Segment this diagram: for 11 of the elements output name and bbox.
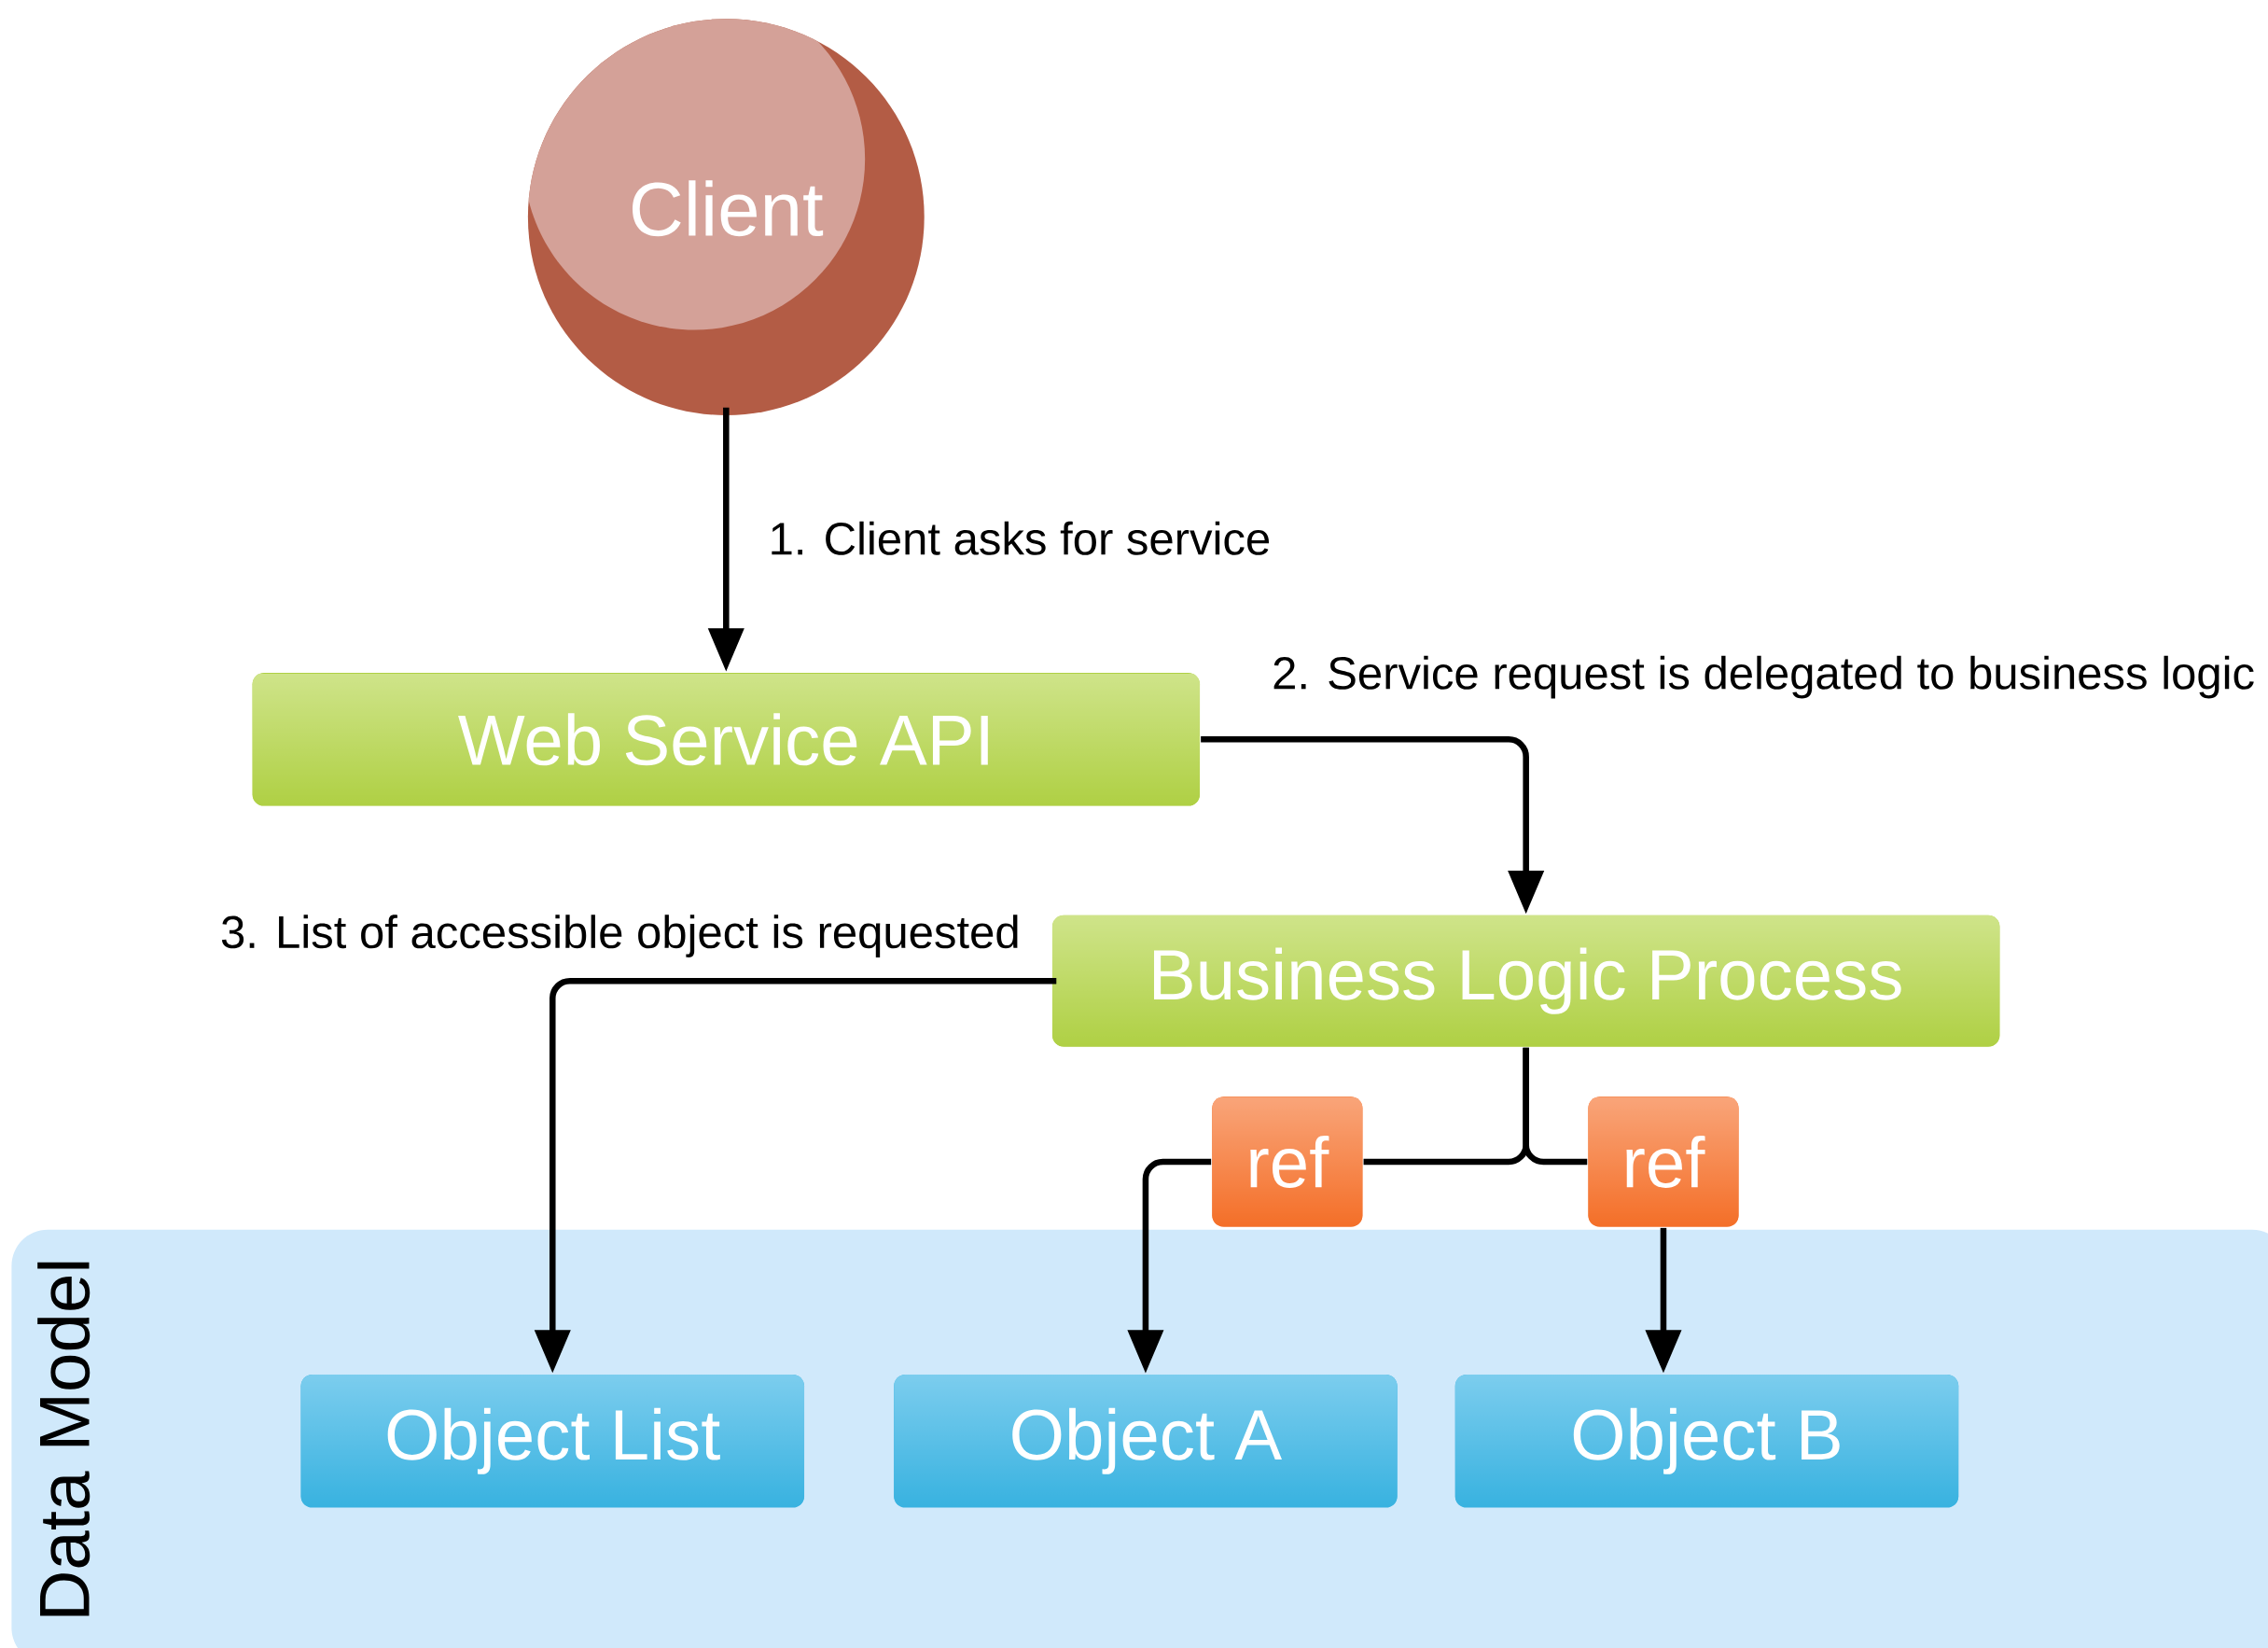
object-box: Object List (300, 1374, 805, 1508)
object-box: Object B (1454, 1374, 1959, 1508)
ref-box: ref (1212, 1096, 1363, 1227)
edge-label: 2. Service request is delegated to business logic (1266, 650, 2261, 704)
object-box: Object A (894, 1374, 1398, 1508)
edge-label: 3. List of accessible object is requested (215, 909, 1026, 963)
process-box: Web Service API (252, 673, 1201, 806)
edge-label: 1. Client asks for service (763, 516, 1276, 561)
band-label: Data Model (37, 1262, 90, 1616)
process-box: Business Logic Process (1051, 915, 2000, 1047)
ref-box: ref (1588, 1096, 1739, 1227)
